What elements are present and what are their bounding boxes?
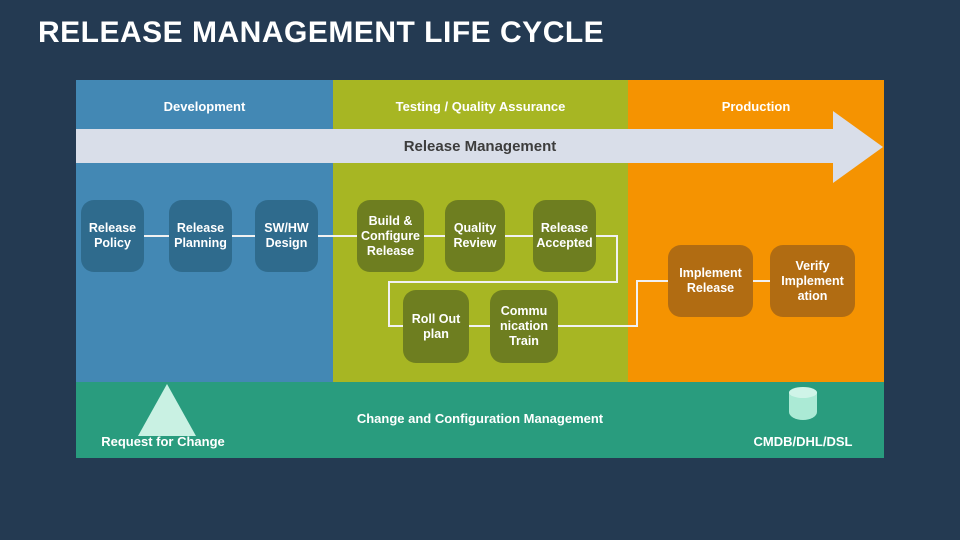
connector-line	[144, 235, 169, 237]
box-build-configure-release: Build & Configure Release	[357, 200, 424, 272]
testing-header: Testing / Quality Assurance	[395, 99, 566, 114]
box-verify-implementation: Verify Implement ation	[770, 245, 855, 317]
connector-line	[616, 235, 618, 283]
triangle-up-icon	[138, 384, 196, 436]
connector-line	[232, 235, 255, 237]
cmdb-label: CMDB/DHL/DSL	[753, 434, 853, 449]
connector-line	[424, 235, 445, 237]
connector-line	[388, 325, 403, 327]
change-configuration-band	[76, 382, 884, 458]
connector-line	[388, 281, 390, 327]
box-communication-train: Commu nication Train	[490, 290, 558, 363]
box-release-planning: Release Planning	[169, 200, 232, 272]
request-for-change-label: Request for Change	[101, 434, 225, 449]
connector-line	[636, 280, 668, 282]
release-management-arrow-body	[76, 129, 833, 163]
connector-line	[753, 280, 770, 282]
box-release-policy: Release Policy	[81, 200, 144, 272]
production-header: Production	[721, 99, 791, 114]
box-roll-out-plan: Roll Out plan	[403, 290, 469, 363]
connector-line	[558, 325, 638, 327]
box-swhw-design: SW/HW Design	[255, 200, 318, 272]
change-configuration-label: Change and Configuration Management	[356, 411, 604, 426]
box-implement-release: Implement Release	[668, 245, 753, 317]
connector-line	[596, 235, 618, 237]
connector-line	[505, 235, 533, 237]
development-header: Development	[163, 99, 246, 114]
page-title: RELEASE MANAGEMENT LIFE CYCLE	[38, 16, 605, 49]
release-management-label: Release Management	[403, 138, 557, 155]
connector-line	[388, 281, 618, 283]
database-cylinder-icon	[789, 387, 817, 398]
box-release-accepted: Release Accepted	[533, 200, 596, 272]
box-quality-review: Quality Review	[445, 200, 505, 272]
release-management-arrow-head-icon	[833, 111, 883, 183]
connector-line	[636, 281, 638, 327]
connector-line	[469, 325, 490, 327]
connector-line	[318, 235, 357, 237]
